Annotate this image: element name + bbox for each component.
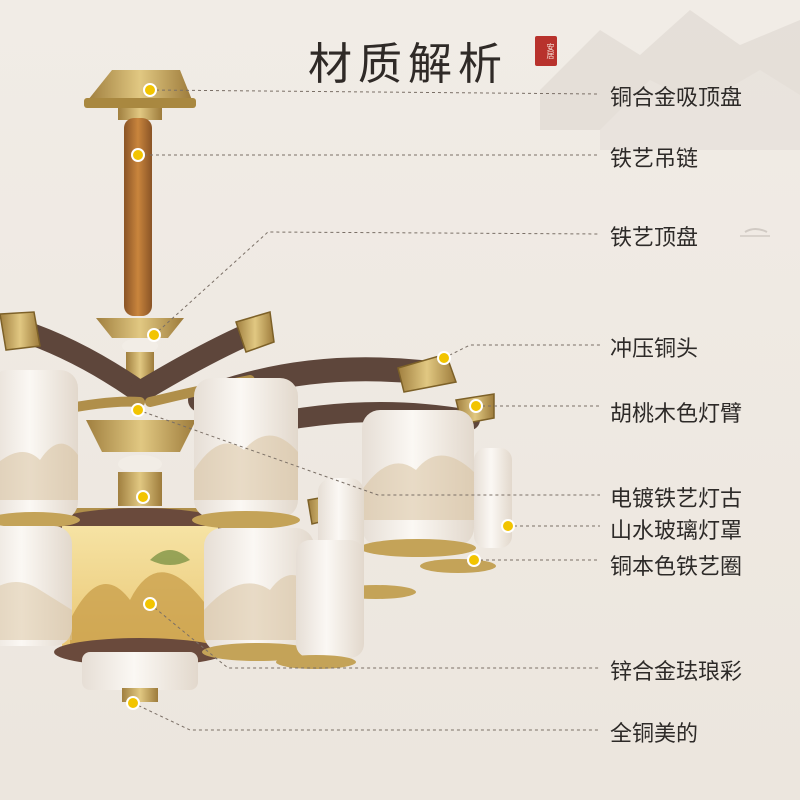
page-title: 材质解析 <box>308 39 508 90</box>
center-lantern <box>54 508 226 702</box>
label-zinc-alloy-enamel: 锌合金珐琅彩 <box>610 660 743 685</box>
label-copper-iron-ring: 铜本色铁艺圈 <box>610 555 743 580</box>
label-all-copper-finial: 全铜美的 <box>610 722 699 747</box>
label-iron-top-plate: 铁艺顶盘 <box>610 226 699 251</box>
callout-markers <box>126 83 515 710</box>
brass-arm-heads <box>0 311 495 525</box>
seal-stamp: 安居 <box>535 36 557 66</box>
leader-lines <box>132 89 601 731</box>
ceiling-canopy <box>84 70 196 120</box>
top-plate <box>96 318 184 380</box>
label-plated-iron-antique: 电镀铁艺灯古 <box>610 487 743 512</box>
label-copper-alloy-canopy: 铜合金吸顶盘 <box>610 86 743 111</box>
label-iron-chain: 铁艺吊链 <box>610 147 699 172</box>
label-walnut-arm: 胡桃木色灯臂 <box>610 402 743 427</box>
mountain-backdrop <box>540 10 800 237</box>
label-stamped-copper-head: 冲压铜头 <box>610 337 699 362</box>
label-landscape-glass-shade: 山水玻璃灯罩 <box>610 519 743 544</box>
chain-rope <box>124 118 152 316</box>
